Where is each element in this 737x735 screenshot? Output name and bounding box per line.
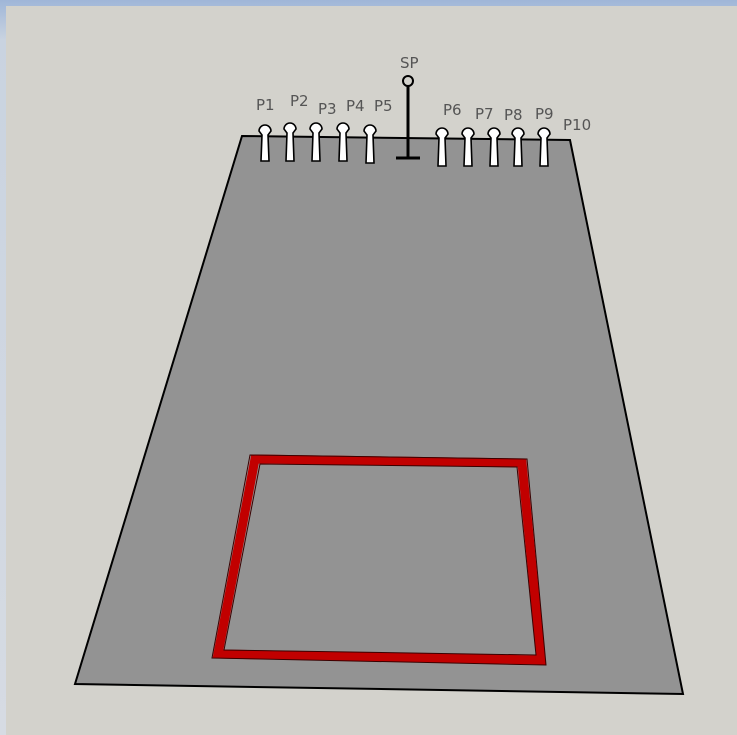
- post-label-p7: P7: [475, 105, 494, 123]
- post-label-p8: P8: [504, 106, 523, 124]
- post-label-p5: P5: [374, 97, 393, 115]
- post-label-p6: P6: [443, 101, 462, 119]
- post-label-p1: P1: [256, 96, 275, 114]
- sp-label: SP: [400, 54, 419, 72]
- post-label-p9: P9: [535, 105, 554, 123]
- post-label-p4: P4: [346, 97, 365, 115]
- floor-surface: [75, 136, 683, 694]
- pin-marker-icon: [403, 76, 413, 86]
- post-label-p3: P3: [318, 100, 337, 118]
- post-label-p10: P10: [563, 116, 591, 134]
- post-label-p2: P2: [290, 92, 309, 110]
